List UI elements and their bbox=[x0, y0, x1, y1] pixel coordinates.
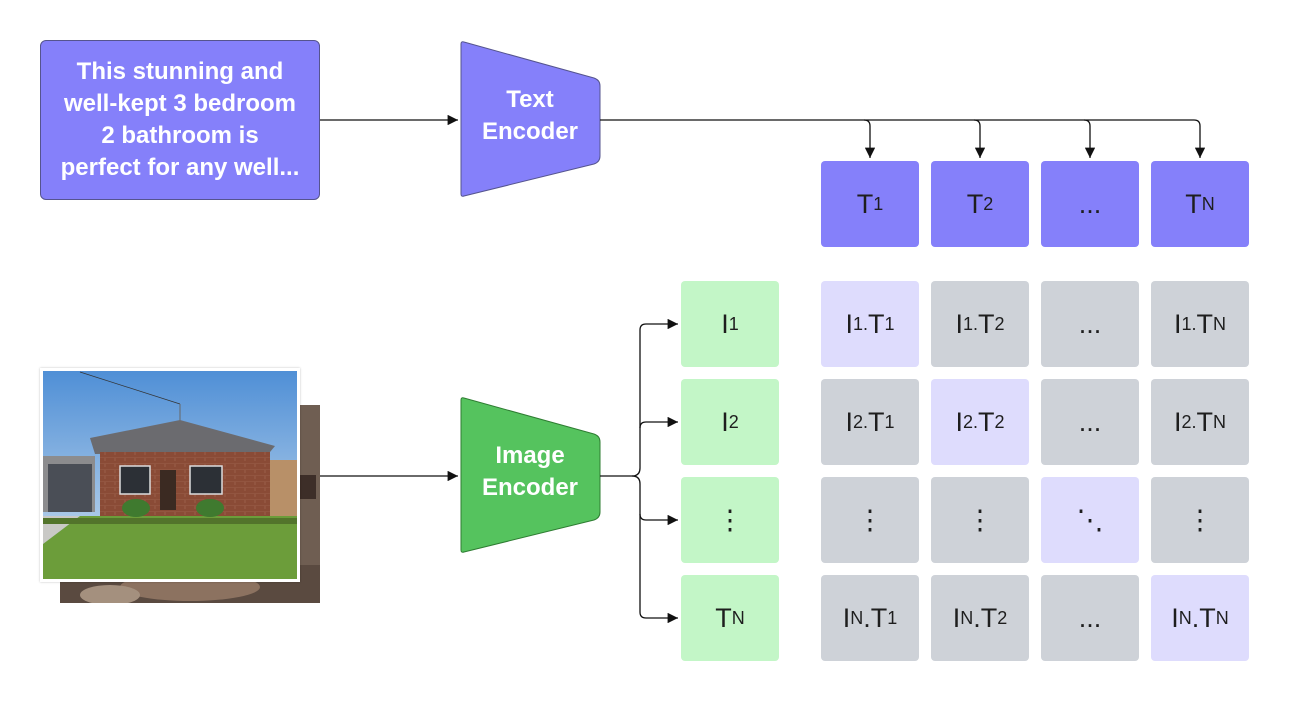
text-branch-3 bbox=[1083, 119, 1096, 158]
input-text-box: This stunning and well-kept 3 bedroom 2 … bbox=[40, 40, 320, 200]
text-encoder-shape bbox=[460, 41, 601, 197]
image-encoder-label: Image Encoder bbox=[481, 442, 579, 501]
matrix-cell-r2-c3: ... bbox=[1041, 379, 1139, 465]
image-branch-3 bbox=[639, 513, 678, 526]
text-bus bbox=[600, 119, 1201, 127]
input-image bbox=[40, 368, 300, 582]
matrix-cell-r4-c3: ... bbox=[1041, 575, 1139, 661]
image-embedding-ellipsis: ⋮ bbox=[681, 477, 779, 563]
input-text: This stunning and well-kept 3 bedroom 2 … bbox=[60, 58, 300, 181]
matrix-cell-r3-c2: ⋮ bbox=[931, 477, 1029, 563]
image-branch-2 bbox=[639, 416, 678, 429]
image-bus-down bbox=[631, 475, 647, 619]
text-branch-1 bbox=[863, 119, 876, 158]
image-encoder-shape bbox=[460, 397, 601, 553]
text-branch-2 bbox=[973, 119, 986, 158]
matrix-cell-r1-c3: ... bbox=[1041, 281, 1139, 367]
text-encoder-label: Text Encoder bbox=[481, 86, 579, 145]
matrix-cell-r3-c4: ⋮ bbox=[1151, 477, 1249, 563]
matrix-cell-r3-c1: ⋮ bbox=[821, 477, 919, 563]
image-bus bbox=[600, 323, 647, 477]
text-embedding-ellipsis: ... bbox=[1041, 161, 1139, 247]
matrix-cell-r3-c3: ⋱ bbox=[1041, 477, 1139, 563]
